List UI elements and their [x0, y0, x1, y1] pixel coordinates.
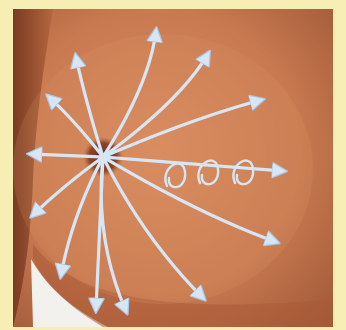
photo-illustration — [13, 9, 333, 327]
photo — [13, 9, 333, 327]
